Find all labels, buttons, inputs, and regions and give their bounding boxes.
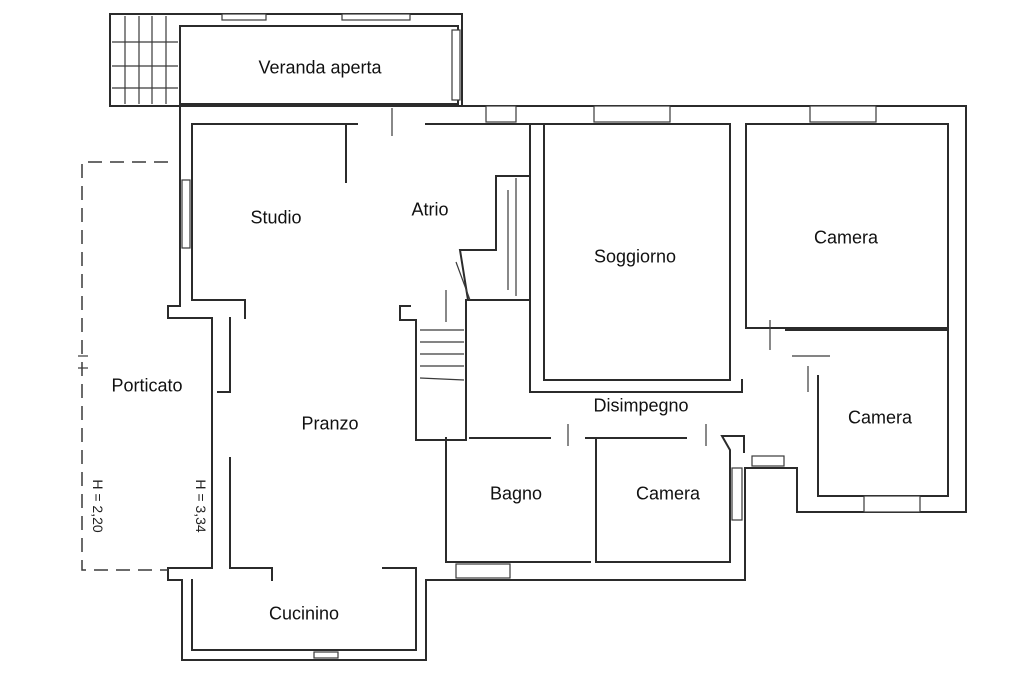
room-label-porticato: Porticato [111, 375, 183, 396]
porticato-outline [78, 161, 191, 571]
room-label-studio: Studio [250, 207, 302, 228]
room-label-pranzo: Pranzo [301, 413, 359, 434]
height-pranzo-wall: H = 3,34 [193, 479, 209, 533]
camera-walls [745, 105, 949, 513]
stairs [345, 108, 531, 441]
room-label-camera-sud: Camera [635, 483, 701, 504]
veranda-walls [109, 13, 463, 107]
room-label-disimpegno: Disimpegno [593, 395, 689, 416]
room-label-cucinino: Cucinino [268, 603, 340, 624]
outer-walls [167, 103, 967, 661]
room-label-camera-est: Camera [847, 407, 913, 428]
soggiorno-walls [485, 105, 743, 393]
room-label-veranda: Veranda aperta [258, 57, 382, 78]
room-label-camera-nord: Camera [813, 227, 879, 248]
service-walls [313, 424, 785, 659]
height-porticato: H = 2,20 [90, 479, 106, 533]
room-label-soggiorno: Soggiorno [593, 246, 677, 267]
room-label-bagno: Bagno [489, 483, 543, 504]
external-stair [112, 16, 178, 104]
room-label-atrio: Atrio [411, 199, 449, 220]
